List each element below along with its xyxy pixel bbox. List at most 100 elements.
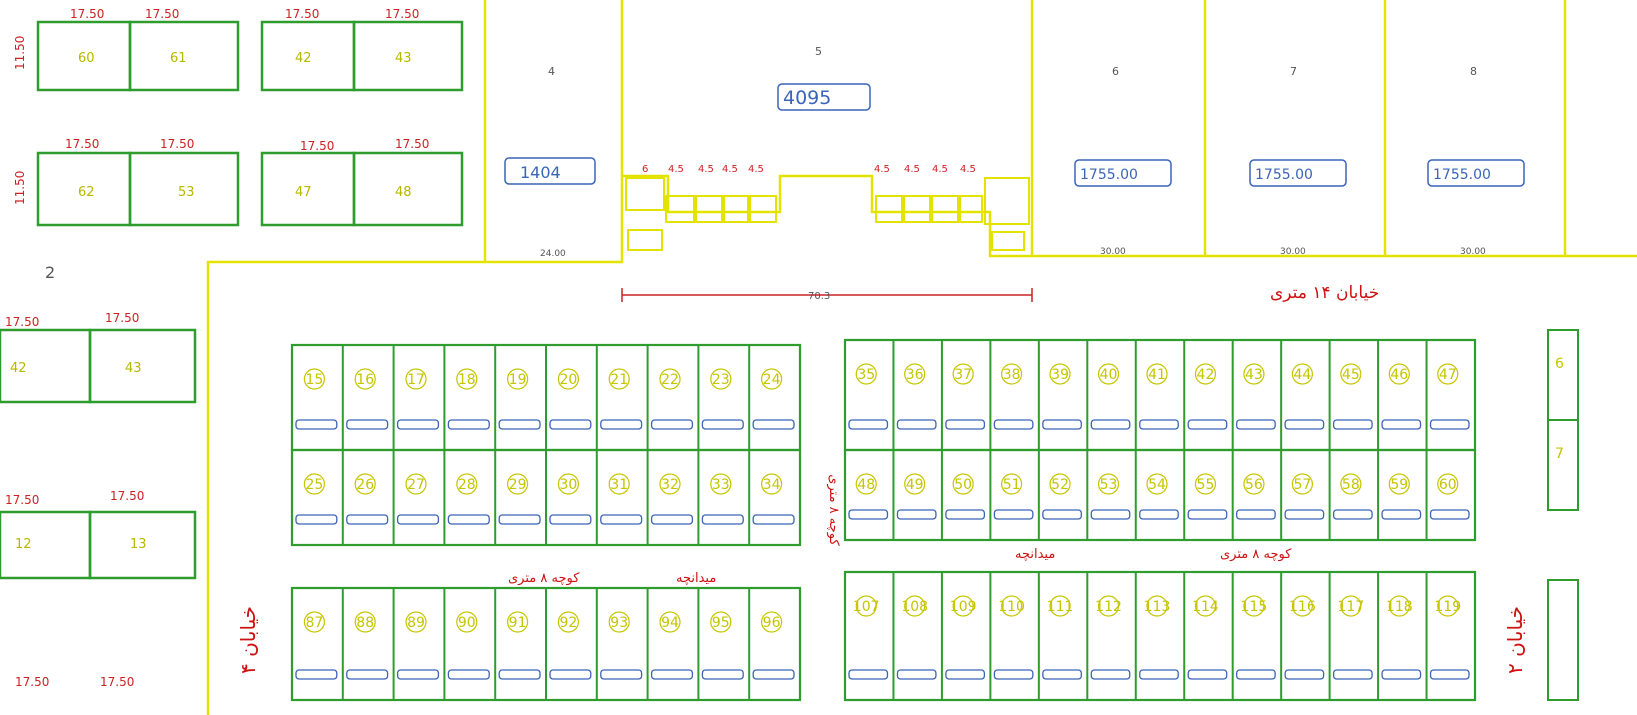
square-label: میدانچه — [1015, 547, 1055, 562]
lot-number-circle — [506, 368, 529, 390]
area-value: 1404 — [520, 163, 561, 182]
lot-number: 51 — [1003, 477, 1021, 493]
dim-label: 17.50 — [285, 7, 319, 21]
dim-label: 6 — [642, 164, 648, 175]
lot-number-circle — [855, 363, 877, 385]
lot-number: 41 — [1148, 367, 1166, 383]
lot-number-circle — [1340, 595, 1362, 617]
lot-number: 42 — [10, 361, 27, 376]
lot-number: 108 — [901, 599, 928, 615]
lot-area-box — [1381, 669, 1422, 680]
left-lot-block-2: 17.50 17.50 42 43 — [260, 7, 464, 92]
frontage: 70.3 — [808, 291, 830, 302]
lot-number: 25 — [305, 477, 323, 493]
lot-area-box — [295, 514, 338, 525]
lot-number-circle — [456, 611, 478, 633]
lot-number: 22 — [661, 372, 679, 388]
lot-number: 95 — [712, 615, 730, 631]
lot-number: 62 — [78, 185, 95, 200]
alley-label: کوچه ۸ متری — [1220, 547, 1292, 562]
lot-number: 92 — [559, 615, 577, 631]
lot-number: 49 — [906, 477, 924, 493]
lot-area-box — [1139, 669, 1179, 680]
dim-label: 4.5 — [960, 164, 976, 175]
dim-label: 17.50 — [145, 7, 179, 21]
lot-number-circle — [405, 611, 427, 633]
lot-number: 119 — [1434, 599, 1461, 615]
lot-number: 110 — [998, 599, 1025, 615]
lot-number: 57 — [1293, 477, 1311, 493]
area-value: 1755.00 — [1080, 167, 1138, 183]
lot-area-box — [498, 419, 541, 430]
lot-number: 46 — [1390, 367, 1408, 383]
lot-area-box — [1042, 669, 1082, 680]
lot-number: 54 — [1148, 477, 1166, 493]
lot-number-circle — [1097, 363, 1120, 385]
lot-number-circle — [557, 473, 580, 495]
lot-number-circle — [557, 368, 580, 390]
dim-label: 4.5 — [904, 164, 920, 175]
lot-number-circle — [710, 611, 732, 633]
lot-number: 56 — [1245, 477, 1263, 493]
lot-number: 118 — [1386, 599, 1413, 615]
lot-area-box — [1429, 419, 1470, 430]
lot-number-circle — [659, 473, 681, 495]
lot-number: 112 — [1095, 599, 1122, 615]
lot-number: 12 — [15, 537, 32, 552]
parcel-number: 6 — [1112, 65, 1119, 78]
lot-number: 13 — [130, 537, 147, 552]
lot-area-box — [1139, 419, 1179, 430]
parcel-7: 7 1755.00 30.00 — [1249, 65, 1347, 257]
lot-area-box — [1381, 509, 1422, 520]
lot-number-circle — [608, 473, 630, 495]
lot-number-circle — [1049, 363, 1071, 385]
lot-number: 89 — [407, 615, 425, 631]
lot-area-box — [752, 514, 795, 525]
dim-label: 11.50 — [13, 171, 27, 205]
lot-number-circle — [1243, 473, 1265, 495]
lot-area-box — [752, 419, 795, 430]
dim-label: 17.50 — [65, 137, 99, 151]
lot-area-box — [1090, 419, 1131, 430]
dim-label: 17.50 — [110, 489, 144, 503]
lot-row-outline — [843, 570, 1477, 702]
lot-area-box — [896, 509, 937, 520]
dim-label: 17.50 — [5, 315, 39, 329]
lot-area-box — [1090, 669, 1131, 680]
lot-number-circle — [405, 368, 427, 390]
lot-number-circle — [855, 473, 877, 495]
lot-number-circle — [1001, 473, 1023, 495]
lot-number: 7 — [1555, 446, 1564, 462]
lot-area-box — [1187, 669, 1228, 680]
dim-label: 17.50 — [160, 137, 194, 151]
square-label: میدانچه — [676, 571, 716, 586]
lot-row-outline — [843, 448, 1477, 542]
lot-number: 20 — [559, 372, 577, 388]
lot-number-circle — [904, 595, 926, 617]
left-lot-block-1: 17.50 17.50 60 61 11.50 — [13, 7, 240, 92]
lot-number: 91 — [509, 615, 527, 631]
lot-area-box — [1187, 509, 1228, 520]
lot-number: 93 — [610, 615, 628, 631]
dim-label: 4.5 — [748, 164, 764, 175]
lot-number-circle — [1437, 595, 1459, 617]
lot-number: 34 — [763, 477, 781, 493]
lot-number-circle — [354, 473, 376, 495]
dim-label: 4.5 — [668, 164, 684, 175]
lot-number: 58 — [1342, 477, 1360, 493]
small-lots-right — [875, 177, 1030, 251]
left-lot-block-4: 17.50 17.50 47 48 — [260, 137, 464, 227]
lot-number-circle — [557, 611, 580, 633]
lot-area-box — [1429, 509, 1470, 520]
lot-number: 44 — [1293, 367, 1311, 383]
lot-number: 107 — [853, 599, 880, 615]
alley-label: کوچه ۸ متری — [826, 474, 841, 546]
lot-area-box — [1042, 419, 1082, 430]
lot-area-box — [752, 669, 795, 680]
lot-number-circle — [1291, 473, 1313, 495]
lot-number: 117 — [1337, 599, 1364, 615]
lot-number-circle — [952, 473, 974, 495]
area-value: 1755.00 — [1255, 167, 1313, 183]
lot-number-circle — [855, 595, 877, 617]
lot-number-circle — [354, 611, 376, 633]
